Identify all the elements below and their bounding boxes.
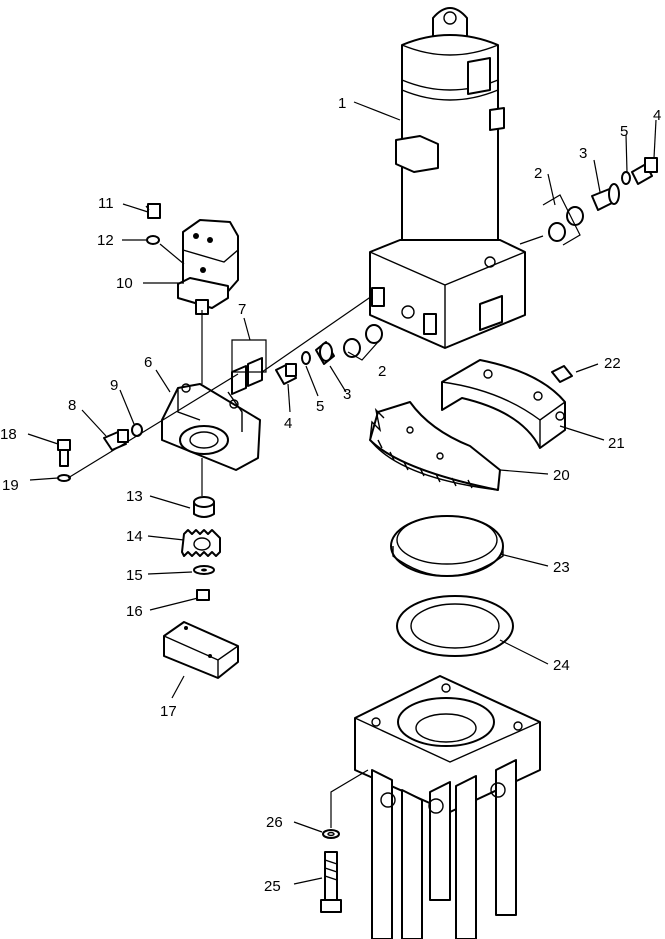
pinion-drive-parts [181, 496, 221, 601]
part-24-flat-ring [396, 595, 514, 657]
part-17-cover [163, 621, 239, 679]
callout-4-center: 4 [284, 415, 292, 432]
callout-4-right: 4 [653, 107, 661, 124]
callout-3-right: 3 [579, 145, 587, 162]
part-10-motor [177, 219, 239, 315]
callout-5-right: 5 [620, 123, 628, 140]
callout-13: 13 [126, 488, 143, 505]
part-6-bracket [161, 383, 261, 471]
callout-12: 12 [97, 232, 114, 249]
center-pin-hardware [231, 324, 383, 395]
callout-23: 23 [553, 559, 570, 576]
part-21-clamp-segment [441, 359, 566, 449]
callout-20: 20 [553, 467, 570, 484]
callout-labels: 1 2 3 4 5 6 7 8 9 10 11 12 13 14 15 16 1… [0, 95, 661, 895]
callout-9: 9 [110, 377, 118, 394]
base-frame [354, 675, 541, 939]
part-1-cylinder-assembly [369, 7, 526, 349]
callout-6: 6 [144, 354, 152, 371]
right-pin-hardware [542, 157, 658, 246]
callout-16: 16 [126, 603, 143, 620]
part-23-ring [390, 515, 504, 577]
callout-7: 7 [238, 301, 246, 318]
part-20-ring-gear [369, 401, 501, 491]
callout-8: 8 [68, 397, 76, 414]
part-22-bolt [551, 365, 573, 383]
parts-11-12-bolt-washer [146, 203, 161, 245]
callout-21: 21 [608, 435, 625, 452]
parts-25-26-bolt-washer [320, 829, 342, 913]
callout-5-center: 5 [316, 398, 324, 415]
callout-2-right: 2 [534, 165, 542, 182]
callout-1: 1 [338, 95, 346, 112]
callout-24: 24 [553, 657, 570, 674]
callout-2-center: 2 [378, 363, 386, 380]
parts-18-19-bolt-washer [57, 439, 71, 482]
callout-11: 11 [98, 195, 114, 212]
parts-8-9-bolt-washer [103, 423, 143, 451]
callout-25: 25 [264, 878, 281, 895]
callout-19: 19 [2, 477, 19, 494]
callout-22: 22 [604, 355, 621, 372]
callout-3-center: 3 [343, 386, 351, 403]
callout-18: 18 [0, 426, 17, 443]
callout-14: 14 [126, 528, 143, 545]
callout-10: 10 [116, 275, 133, 292]
callout-15: 15 [126, 567, 143, 584]
leader-lines [27, 101, 657, 885]
callout-17: 17 [160, 703, 177, 720]
callout-26: 26 [266, 814, 283, 831]
